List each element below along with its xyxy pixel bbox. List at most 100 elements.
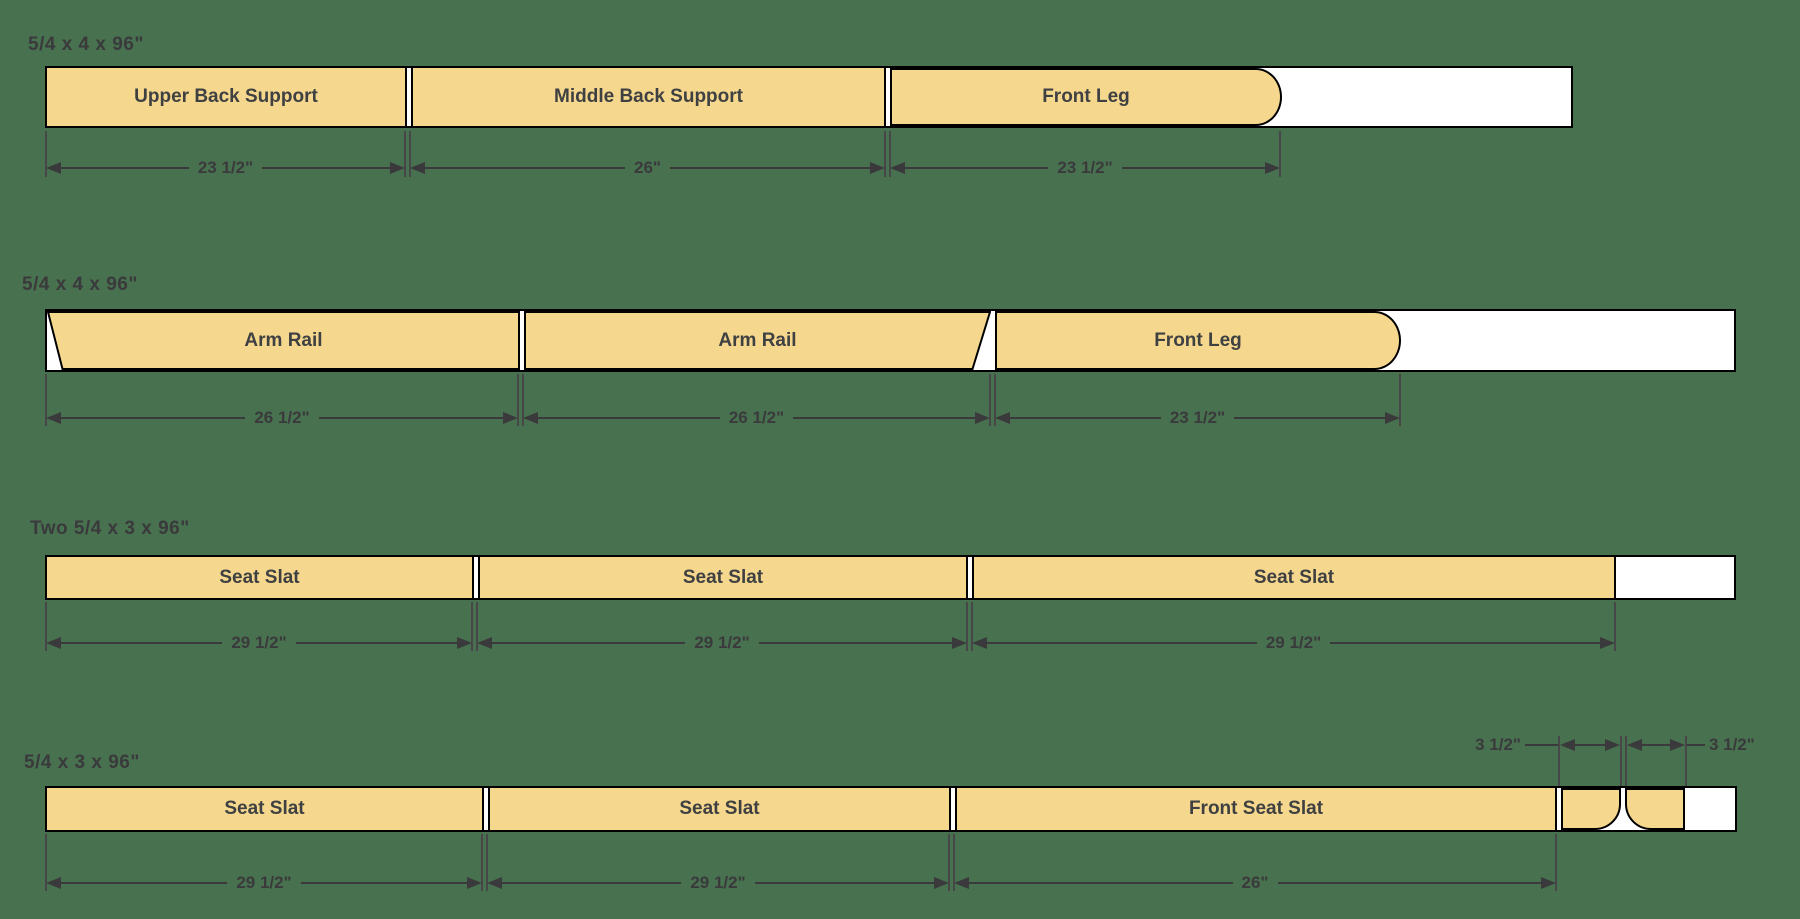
piece-label-wrap: Arm Rail bbox=[524, 311, 991, 370]
dimension-arrow-left-icon bbox=[972, 637, 987, 649]
extension-line bbox=[45, 834, 47, 891]
dimension-arrow-right-icon bbox=[503, 412, 519, 424]
dimension-line bbox=[61, 417, 246, 419]
dimension: 29 1/2" bbox=[487, 873, 950, 892]
dimension-arrow-left-icon bbox=[995, 412, 1010, 424]
dimension-label: 29 1/2" bbox=[236, 873, 292, 892]
extension-line bbox=[45, 374, 47, 426]
dimension-arrow-right-icon bbox=[952, 637, 968, 649]
extension-line bbox=[476, 602, 478, 651]
extension-line bbox=[989, 374, 991, 426]
extension-line bbox=[953, 834, 955, 891]
piece-arm-rail bbox=[524, 311, 991, 370]
piece-middle-back-support: Middle Back Support bbox=[411, 68, 886, 126]
dimension-line bbox=[758, 642, 953, 644]
piece-label: Seat Slat bbox=[679, 798, 760, 819]
extension-line bbox=[486, 834, 488, 891]
piece-label: Seat Slat bbox=[1253, 566, 1335, 588]
extension-line bbox=[404, 131, 406, 177]
dimension: 26 1/2" bbox=[523, 408, 991, 427]
leader-line bbox=[1525, 744, 1558, 746]
dimension-line bbox=[538, 417, 720, 419]
extension-line bbox=[1558, 736, 1560, 786]
extension-line bbox=[1279, 131, 1281, 177]
dimension-line bbox=[425, 167, 626, 169]
dimension-arrow-left-icon bbox=[1560, 739, 1575, 751]
dimension-label: 26" bbox=[634, 158, 661, 177]
dimension-arrow-left-icon bbox=[1627, 739, 1642, 751]
extension-line bbox=[1620, 736, 1622, 786]
dimension-line bbox=[1277, 882, 1542, 884]
piece-seat-slat: Seat Slat bbox=[488, 788, 951, 830]
extension-line bbox=[994, 374, 996, 426]
piece-upper-back-support: Upper Back Support bbox=[47, 68, 407, 126]
piece-blank bbox=[1625, 788, 1685, 830]
dimension: 26 1/2" bbox=[46, 408, 519, 427]
board-label: 5/4 x 4 x 96" bbox=[22, 274, 138, 295]
dimension: 29 1/2" bbox=[477, 633, 968, 652]
extension-line bbox=[517, 374, 519, 426]
board-label: 5/4 x 4 x 96" bbox=[28, 34, 144, 55]
extension-line bbox=[884, 131, 886, 177]
dimension-arrow-left-icon bbox=[46, 877, 61, 889]
extension-line bbox=[45, 602, 47, 651]
dimension-line bbox=[987, 642, 1257, 644]
dimension-line bbox=[295, 642, 458, 644]
dimension-arrow-left-icon bbox=[523, 412, 538, 424]
dimension-line bbox=[502, 882, 682, 884]
dimension-line bbox=[61, 167, 189, 169]
dimension: 23 1/2" bbox=[995, 408, 1401, 427]
dimension-label: 29 1/2" bbox=[1265, 633, 1322, 652]
dimension-line bbox=[318, 417, 504, 419]
extension-line bbox=[1685, 736, 1687, 786]
piece-blank bbox=[1561, 788, 1621, 830]
dimension-label: 26" bbox=[1241, 873, 1269, 892]
piece-label: Seat Slat bbox=[224, 798, 305, 819]
dimension: 29 1/2" bbox=[972, 633, 1616, 652]
piece-arm-rail bbox=[47, 311, 520, 370]
dimension-line bbox=[969, 882, 1233, 884]
piece-seat-slat: Seat Slat bbox=[47, 557, 474, 598]
dimension bbox=[1627, 737, 1685, 753]
dimension-label: 26 1/2" bbox=[728, 408, 785, 427]
piece-label: Front Leg bbox=[1042, 86, 1130, 107]
dimension-line bbox=[1642, 744, 1670, 746]
extension-line bbox=[1399, 374, 1401, 426]
piece-label: Middle Back Support bbox=[554, 86, 743, 107]
board: Seat Slat Seat Slat Seat Slat bbox=[45, 555, 1736, 600]
dimension-arrow-right-icon bbox=[975, 412, 991, 424]
dimension-label: 29 1/2" bbox=[694, 633, 750, 652]
dimension: 23 1/2" bbox=[890, 158, 1281, 177]
extension-line bbox=[1625, 736, 1627, 786]
leader-line bbox=[1687, 744, 1705, 746]
dimension-line bbox=[670, 167, 871, 169]
dimension-label: 23 1/2" bbox=[1057, 158, 1113, 177]
dimension-arrow-left-icon bbox=[46, 637, 61, 649]
dimension-line bbox=[262, 167, 391, 169]
piece-front-leg: Front Leg bbox=[995, 311, 1401, 370]
piece-label: Front Leg bbox=[1154, 329, 1242, 351]
piece-label-wrap: Arm Rail bbox=[47, 311, 520, 370]
piece-label: Seat Slat bbox=[682, 566, 764, 588]
dimension-label: 29 1/2" bbox=[231, 633, 287, 652]
extension-line bbox=[971, 602, 973, 651]
piece-seat-slat: Seat Slat bbox=[47, 788, 484, 830]
piece-label: Arm Rail bbox=[718, 329, 797, 351]
dimension-line bbox=[1234, 417, 1386, 419]
dimension-arrow-right-icon bbox=[1600, 637, 1616, 649]
dimension-line bbox=[61, 642, 223, 644]
dimension-arrow-left-icon bbox=[487, 877, 502, 889]
extension-line bbox=[481, 834, 483, 891]
dimension-arrow-right-icon bbox=[390, 162, 406, 174]
dimension bbox=[1560, 737, 1620, 753]
dimension-arrow-left-icon bbox=[46, 412, 61, 424]
extension-line bbox=[966, 602, 968, 651]
dimension-line bbox=[754, 882, 935, 884]
dimension-line bbox=[300, 882, 468, 884]
dimension-line bbox=[61, 882, 228, 884]
board: Arm Rail Arm Rail Front Leg bbox=[45, 309, 1736, 372]
board: Seat Slat Seat Slat Front Seat Slat bbox=[45, 786, 1737, 832]
extension-line bbox=[409, 131, 411, 177]
dimension-label: 26 1/2" bbox=[254, 408, 310, 427]
piece-label: Front Seat Slat bbox=[1188, 798, 1324, 819]
